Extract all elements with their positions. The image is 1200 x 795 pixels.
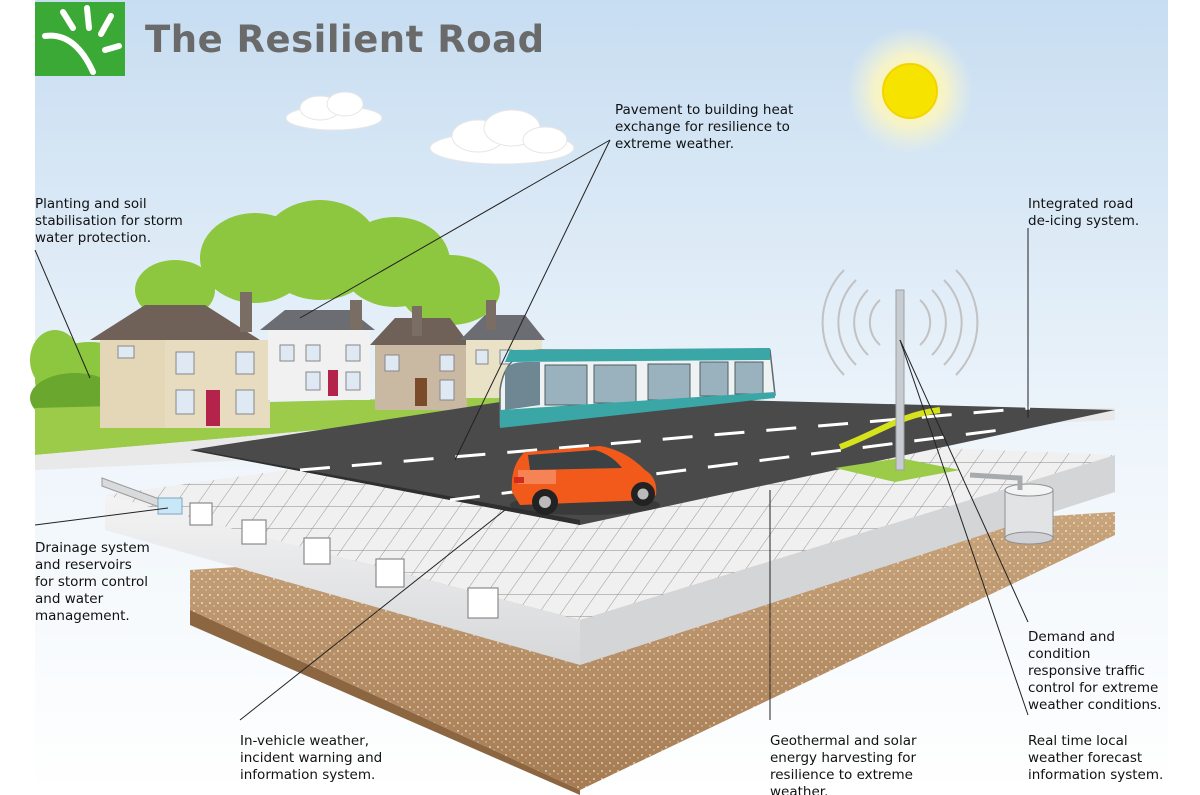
cloud-icon: [285, 91, 383, 131]
road-markings: [299, 406, 1031, 502]
label-de-icing: Integrated road de-icing system.: [1028, 196, 1140, 229]
page-title: The Resilient Road: [145, 18, 545, 61]
slab-right-face: [580, 455, 1115, 665]
label-planting: Planting and soil stabilisation for stor…: [35, 196, 183, 246]
pipe-blocks: [189, 502, 499, 619]
trees-background: [30, 200, 500, 418]
house-2: [260, 300, 375, 400]
tram: [499, 348, 776, 428]
label-heat-exchange: Pavement to building heat exchange for r…: [615, 102, 794, 152]
signal-waves-icon: [821, 269, 979, 376]
sun-rays-logo-icon: [35, 2, 125, 76]
water-reservoir: [969, 472, 1054, 545]
car: [510, 446, 660, 515]
slab-front-face: [105, 495, 580, 665]
house-1: [90, 292, 270, 428]
drainage-pipe: [101, 477, 183, 515]
de-icing-line: [838, 407, 941, 450]
label-traffic-control: Demand and condition responsive traffic …: [1028, 629, 1162, 713]
label-geothermal: Geothermal and solar energy harvesting f…: [770, 733, 917, 795]
house-3: [370, 306, 470, 410]
label-forecast: Real time local weather forecast informa…: [1028, 733, 1164, 783]
label-in-vehicle: In-vehicle weather, incident warning and…: [240, 733, 383, 783]
cloud-icon: [429, 109, 575, 165]
label-drainage: Drainage system and reservoirs for storm…: [35, 540, 150, 624]
antenna-pole: [895, 289, 905, 471]
leader-lines: [34, 139, 1029, 721]
sun-icon: [846, 27, 974, 155]
